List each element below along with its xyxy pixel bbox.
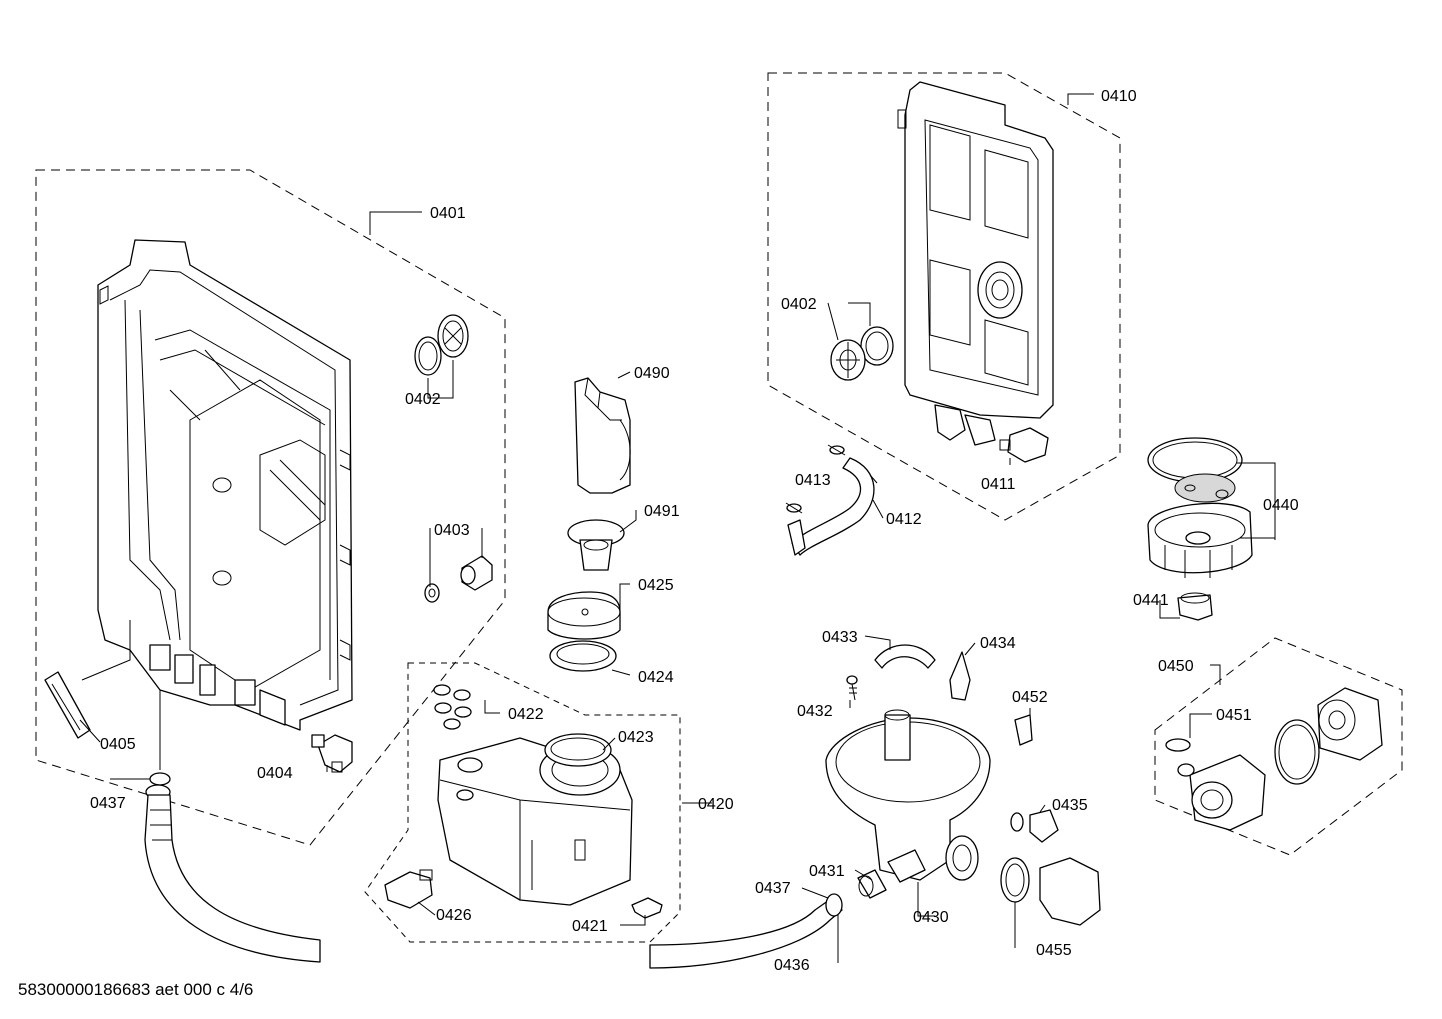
label-0451: 0451 — [1216, 707, 1252, 724]
seal-rings-part-right — [830, 326, 894, 381]
sump-housing-panel-part — [97, 239, 353, 731]
label-0430: 0430 — [913, 909, 949, 926]
part-labels: 0401 0402 0403 0404 0405 0437 0410 0402 … — [90, 88, 1299, 974]
seals-part-0422 — [433, 684, 472, 730]
clip-part-0405 — [44, 671, 91, 739]
ring-part-0423 — [544, 733, 612, 767]
label-0401: 0401 — [430, 205, 466, 222]
hose-part-0412 — [787, 457, 875, 556]
label-0413: 0413 — [795, 472, 831, 489]
group-outline-0450 — [1154, 637, 1403, 856]
label-0437-left: 0437 — [90, 795, 126, 812]
label-0424: 0424 — [638, 669, 674, 686]
label-0402-right: 0402 — [781, 296, 817, 313]
valve-part-0403 — [424, 555, 493, 603]
label-0411: 0411 — [981, 476, 1016, 493]
filter-part-0440 — [1147, 437, 1253, 578]
label-0434: 0434 — [980, 635, 1016, 652]
label-0435: 0435 — [1052, 797, 1088, 814]
label-0431: 0431 — [809, 863, 845, 880]
label-0420: 0420 — [698, 796, 734, 813]
label-0455: 0455 — [1036, 942, 1072, 959]
label-0422: 0422 — [508, 706, 544, 723]
hose-part-0436 — [649, 893, 843, 969]
label-0490: 0490 — [634, 365, 670, 382]
leader-lines — [79, 93, 1276, 963]
pump-part-0455 — [1000, 857, 1101, 926]
label-0426: 0426 — [436, 907, 472, 924]
label-0491: 0491 — [644, 503, 680, 520]
label-0404: 0404 — [257, 765, 293, 782]
label-0450: 0450 — [1158, 658, 1194, 675]
label-0410: 0410 — [1101, 88, 1137, 105]
label-0402-left: 0402 — [405, 391, 441, 408]
funnel-part-0490 — [574, 377, 631, 494]
sump-part-0430 — [825, 709, 991, 883]
label-0412: 0412 — [886, 511, 922, 528]
clamp-part-0451 — [1165, 738, 1191, 752]
softener-part-0420 — [437, 737, 633, 906]
sensor-part-0404 — [311, 734, 353, 773]
clip-part-0434 — [949, 651, 971, 701]
screw-part-0432 — [846, 675, 858, 701]
label-0452: 0452 — [1012, 689, 1048, 706]
side-panel-part-0410 — [897, 81, 1054, 446]
label-0421: 0421 — [572, 918, 608, 935]
cap-part-0491 — [567, 519, 625, 571]
drawing-number-footer: 58300000186683 aet 000 c 4/6 — [18, 980, 254, 999]
valve-part-0435 — [1010, 809, 1059, 843]
label-0432: 0432 — [797, 703, 833, 720]
impeller-part-0441 — [1177, 592, 1213, 621]
label-0403: 0403 — [434, 522, 470, 539]
label-0425: 0425 — [638, 577, 674, 594]
sensor-part-0411 — [999, 427, 1049, 463]
ring-part-0424 — [549, 640, 617, 672]
clip-part-0421 — [631, 897, 663, 919]
clamps-part-0413 — [785, 444, 846, 514]
cover-part-0425 — [547, 591, 621, 640]
label-0436: 0436 — [774, 957, 810, 974]
drain-hose-part-left — [144, 772, 321, 963]
bracket-part-0433 — [874, 644, 936, 669]
heat-pump-part-0450 — [1177, 687, 1383, 831]
label-0440: 0440 — [1263, 497, 1299, 514]
group-outline-0401 — [35, 169, 506, 846]
label-0405: 0405 — [100, 736, 136, 753]
seal-rings-part-left — [414, 314, 469, 376]
label-0433: 0433 — [822, 629, 858, 646]
clip-part-0452 — [1014, 714, 1033, 746]
label-0441: 0441 — [1133, 592, 1169, 609]
label-0437-right: 0437 — [755, 880, 791, 897]
sensor-part-0426 — [384, 869, 433, 909]
label-0423: 0423 — [618, 729, 654, 746]
